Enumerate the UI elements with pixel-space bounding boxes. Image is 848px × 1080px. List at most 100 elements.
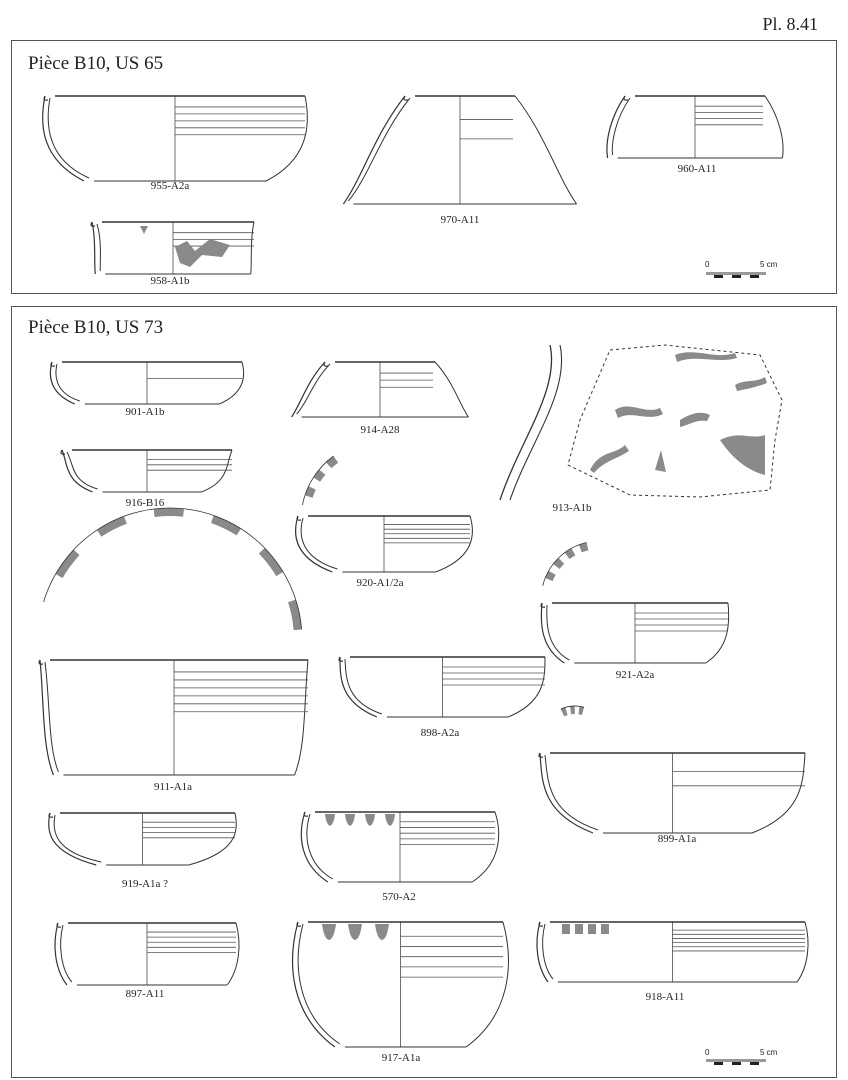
pot-914-profile-inner (296, 363, 331, 415)
scale-bar-segment (714, 1062, 723, 1065)
scale-bar-segment (750, 275, 759, 278)
pot-914-outline (434, 361, 469, 418)
painted-arc-921 (553, 558, 565, 570)
pot-914-profile (291, 361, 326, 418)
painted-arc-911 (183, 508, 214, 523)
scale-start: 0 (705, 260, 710, 269)
pot-920-rim (296, 515, 302, 521)
pot-897-profile-inner (60, 924, 73, 983)
pot-970-profile-inner (348, 97, 411, 202)
label-897: 897-A11 (125, 988, 165, 1000)
pot-914-rim (323, 361, 329, 367)
painted-arc-914 (302, 495, 313, 507)
pot-955-rim (43, 95, 49, 101)
pot-960-profile-inner (611, 97, 631, 156)
pot-899-profile (539, 752, 594, 834)
scale-start: 0 (705, 1048, 710, 1057)
painted-arc-911 (153, 508, 184, 517)
painted-arc-914 (325, 456, 339, 469)
label-913: 913-A1b (552, 502, 592, 514)
pot-917-rim (296, 921, 302, 927)
pot-958-outline (250, 221, 255, 275)
painted-decoration (735, 377, 767, 391)
painted-arc-911 (124, 509, 155, 524)
painted-decoration (385, 814, 395, 826)
label-919: 919-A1a ? (121, 878, 169, 890)
pot-570-profile (300, 811, 329, 883)
painted-arc-911 (73, 530, 102, 556)
label-921: 921-A2a (615, 669, 655, 681)
pot-970-rim (403, 95, 409, 101)
painted-arc-898-edge (560, 705, 585, 710)
painted-arc-911 (55, 549, 80, 579)
pot-918-profile-inner (542, 923, 554, 980)
scale-bar-segment (750, 1062, 759, 1065)
pot-911-profile-inner (44, 661, 59, 773)
panel-title: Pièce B10, US 65 (28, 53, 164, 74)
painted-arc-914 (304, 486, 316, 498)
label-918: 918-A11 (645, 991, 685, 1003)
painted-decoration (348, 924, 362, 940)
label-898: 898-A2a (420, 727, 460, 739)
pot-958-profile-inner (96, 223, 101, 272)
painted-arc-921 (548, 564, 560, 575)
painted-decoration (175, 239, 230, 267)
pot-920-outline (435, 515, 473, 573)
scale-bar (706, 272, 766, 275)
painted-decoration (562, 924, 570, 934)
pot-919-outline (188, 812, 237, 866)
label-899: 899-A1a (657, 833, 697, 845)
painted-arc-921 (578, 542, 589, 553)
label-570: 570-A2 (382, 891, 416, 903)
pot-570-rim (303, 811, 309, 817)
pot-955-profile (42, 95, 85, 182)
painted-arc-921 (545, 570, 556, 582)
pot-897-outline (226, 922, 240, 986)
painted-decoration (140, 226, 148, 234)
painted-decoration (590, 445, 629, 473)
pot-970-outline (514, 95, 578, 205)
scale-end: 5 cm (760, 1048, 778, 1057)
painted-arc-921 (542, 578, 553, 588)
painted-arc-898 (560, 707, 568, 717)
pot-916-profile-inner (66, 451, 98, 490)
pot-897-rim (56, 922, 62, 928)
pot-901-profile-inner (55, 363, 80, 402)
scale-end: 5 cm (760, 260, 778, 269)
pot-958-rim (90, 221, 96, 227)
pot-955-profile-inner (47, 97, 90, 179)
painted-decoration (325, 814, 335, 826)
pot-919-profile (48, 812, 97, 866)
pot-917-profile (291, 921, 336, 1048)
painted-decoration (601, 924, 609, 934)
pot-911-outline (294, 659, 309, 776)
pot-919-rim (48, 812, 54, 818)
pot-917-profile-inner (297, 923, 341, 1045)
painted-arc-911 (210, 515, 241, 536)
pot-960-profile (606, 95, 626, 159)
plate-number: Pl. 8.41 (762, 14, 818, 34)
pot-911-profile (39, 659, 54, 776)
pot-570-outline (471, 811, 500, 883)
pot-899-rim (538, 752, 544, 758)
sherd-913-fragment (567, 344, 783, 498)
pot-918-rim (538, 921, 544, 927)
label-911: 911-A1a (153, 781, 193, 793)
pot-919-profile-inner (53, 814, 102, 863)
painted-decoration (588, 924, 596, 934)
panel-title: Pièce B10, US 73 (28, 317, 164, 338)
painted-arc-914 (319, 462, 332, 475)
pot-570-profile-inner (306, 813, 334, 880)
painted-decoration (675, 352, 737, 362)
label-901: 901-A1b (125, 406, 165, 418)
pot-898-outline (507, 656, 546, 718)
painted-arc-898 (565, 706, 572, 716)
painted-arc-911-edge (43, 507, 302, 630)
painted-arc-914 (313, 469, 326, 482)
pot-920-profile-inner (300, 517, 338, 570)
painted-decoration (345, 814, 355, 826)
pot-899-outline (751, 752, 806, 834)
painted-decoration (720, 435, 765, 475)
pot-911-rim (38, 659, 44, 665)
